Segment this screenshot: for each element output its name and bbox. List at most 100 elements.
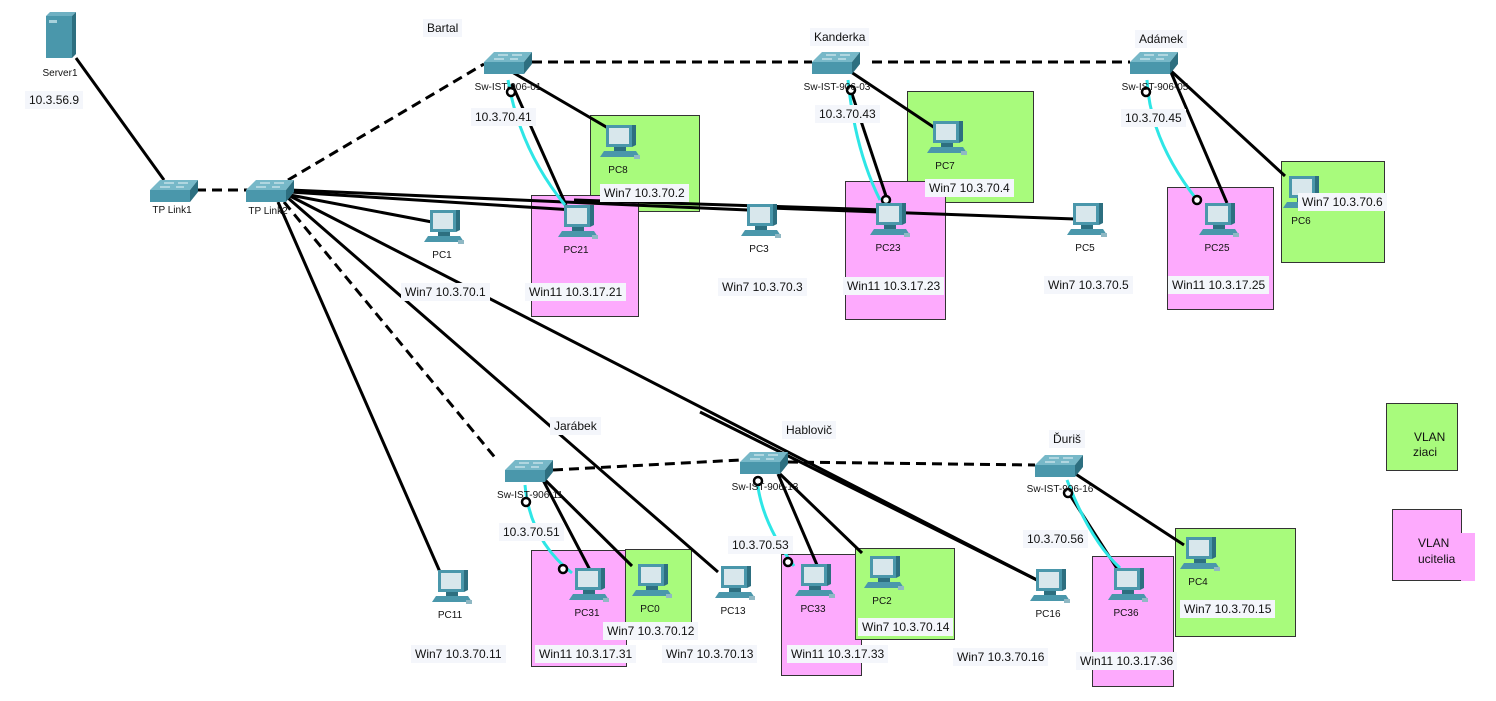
pc6-label: PC6 [1291,216,1311,227]
link-sw03-pc7 [847,68,936,130]
pc25-label: PC25 [1204,243,1230,254]
sw03-switch[interactable] [812,52,862,81]
pc16-computer[interactable] [1030,567,1074,614]
switch-icon [812,52,860,74]
server-icon [46,12,76,58]
pc0-computer[interactable] [632,562,676,609]
tplink2-switch[interactable] [246,180,296,209]
link-sw11-pc0 [541,476,634,568]
pc-icon [558,203,598,239]
vlan-zone-pc0 [625,549,692,629]
pc4-label: PC4 [1188,577,1208,588]
sw13-ip: 10.3.70.53 [728,536,793,554]
pc6-computer[interactable] [1283,174,1327,221]
pc5-computer[interactable] [1067,201,1111,248]
sw01-switch[interactable] [484,52,534,81]
pc31-label: PC31 [574,608,600,619]
location-hablovic: Hablovič [782,421,837,439]
pc4-computer[interactable] [1180,535,1224,582]
location-duris: Ďuriš [1049,430,1086,448]
link-tplink2-pc1 [289,193,433,224]
sw11-ip: 10.3.70.51 [499,523,564,541]
pc-icon [1283,174,1323,210]
pc8-note: Win7 10.3.70.2 [600,184,689,202]
pc23-label: PC23 [875,243,901,254]
switch-icon [150,180,198,202]
vlan-zone-pc23 [845,181,946,320]
link-sw01-pc21 [510,83,568,206]
port-marker [520,496,532,508]
pc2-label: PC2 [872,596,892,607]
pc-icon [1108,566,1148,602]
pc2-computer[interactable] [864,554,908,601]
pc23-computer[interactable] [870,201,914,248]
tplink1-switch[interactable] [150,180,200,209]
legend-ucitelia-line2: ucitelia [1418,552,1456,566]
sw05-ip: 10.3.70.45 [1121,109,1186,127]
pc5-note: Win7 10.3.70.5 [1044,276,1133,294]
pc0-label: PC0 [640,604,660,615]
pc-icon [870,201,910,237]
sw13-switch[interactable] [740,452,790,481]
pc25-computer[interactable] [1199,201,1243,248]
link-tplink2-sw11 [282,201,499,461]
pc-icon [424,208,464,244]
pc16-label: PC16 [1035,609,1061,620]
sw03-label: Sw-IST-906-03 [803,82,871,93]
pc-icon [715,564,755,600]
sw05-switch[interactable] [1130,52,1180,81]
port-marker [752,475,764,487]
location-jarabek: Jarábek [550,417,601,435]
sw11-label: Sw-IST-906-11 [497,490,563,501]
pc-icon [741,202,781,238]
pc-icon [1030,567,1070,603]
link-tplink2-pc16 [289,194,1038,582]
legend-ziaci-line1: VLAN [1414,430,1446,444]
link-sw13-sw16 [787,460,1036,467]
pc3-computer[interactable] [741,202,785,249]
sw05-label: Sw-IST-906-05 [1121,82,1189,93]
pc11-computer[interactable] [432,568,476,615]
pc-icon [432,568,472,604]
server1[interactable] [44,12,78,67]
tplink2-label: TP Link2 [248,206,288,217]
legend-vlan-ziaci: VLAN ziaci [1386,403,1458,471]
tplink1-label: TP Link1 [152,205,192,216]
pc1-computer[interactable] [424,208,468,255]
pc33-note: Win11 10.3.17.33 [787,645,889,663]
port-marker [782,556,794,568]
pc-icon [864,554,904,590]
pc31-note: Win11 10.3.17.31 [535,645,637,663]
pc0-note: Win7 10.3.70.12 [603,622,699,640]
link-sw13-pc33 [776,473,819,566]
pc13-label: PC13 [720,606,746,617]
sw16-ip: 10.3.70.56 [1023,530,1088,548]
pc21-computer[interactable] [558,203,602,250]
sw16-switch[interactable] [1035,455,1085,484]
pc8-computer[interactable] [600,123,644,170]
switch-icon [1130,52,1178,74]
link-tplink2-pc21 [289,190,575,212]
sw11-switch[interactable] [505,460,555,489]
pc36-computer[interactable] [1108,566,1152,613]
pc-icon [600,123,640,159]
pc7-computer[interactable] [927,119,971,166]
pc31-computer[interactable] [569,566,613,613]
pc21-note: Win11 10.3.17.21 [525,283,627,301]
pc13-computer[interactable] [715,564,759,611]
pc1-note: Win7 10.3.70.1 [401,283,490,301]
link-tplink2-pc13 [287,196,719,574]
port-marker [1140,86,1152,98]
switch-icon [505,460,553,482]
location-bartal: Bartal [423,19,463,37]
location-adamek: Adámek [1135,30,1188,48]
pc5-label: PC5 [1075,243,1095,254]
pc3-note: Win7 10.3.70.3 [718,278,807,296]
link-sw05-pc6 [1168,68,1287,178]
port-marker [505,86,517,98]
pc-icon [569,566,609,602]
pc25-note: Win11 10.3.17.25 [1168,276,1270,294]
pc6-note: Win7 10.3.70.6 [1298,193,1387,211]
pc33-label: PC33 [800,604,826,615]
pc33-computer[interactable] [795,562,839,609]
